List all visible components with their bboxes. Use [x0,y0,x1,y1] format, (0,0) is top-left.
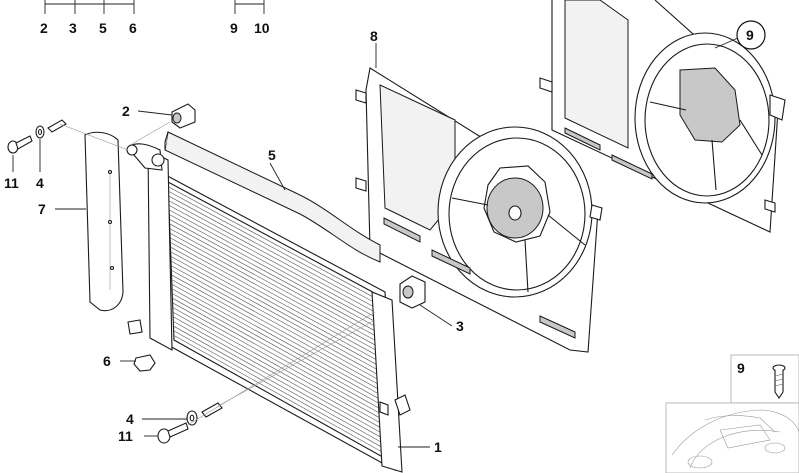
washer-upper [35,125,45,139]
stud-upper [47,119,67,133]
radiator-fin-line [172,293,386,413]
radiator-fin-line [168,195,381,311]
radiator-fin-line [173,325,388,446]
radiator-fin-line [171,279,386,398]
label-screw-upper: 11 [4,175,19,191]
label-washer-upper: 4 [36,175,44,191]
label-inset-screw: 9 [737,360,745,376]
radiator-fin-line [168,191,381,306]
label-top-6: 6 [129,20,137,36]
radiator [126,143,411,473]
radiator-fin-line [172,302,387,422]
label-seal-plate: 7 [38,201,46,217]
label-radiator: 1 [434,439,442,455]
label-top-2: 2 [40,20,48,36]
label-top-5: 5 [99,20,107,36]
radiator-fin-line [171,270,385,388]
radiator-fin-line [173,330,388,451]
radiator-fin-line [171,283,386,403]
label-screw-lower: 11 [118,428,133,444]
radiator-fin-line [169,237,383,355]
fan-shroud-rear [539,0,786,233]
label-fan-shroud-rear: 9 [746,27,754,43]
label-washer-lower: 4 [126,411,134,427]
radiator-fin-line [171,274,385,393]
top-callout-group-1: 2 3 5 6 [40,0,137,36]
label-grommet: 6 [103,353,111,369]
label-top-3: 3 [69,20,77,36]
label-top-9: 9 [230,20,238,36]
label-cap: 2 [122,103,130,119]
washer-lower [186,410,198,426]
label-top-10: 10 [254,20,270,36]
radiator-fin-line [170,246,384,364]
radiator-fin-line [170,251,384,369]
inset-panel: 9 [665,354,799,473]
radiator-fins [168,186,388,456]
radiator-fin-line [170,242,384,359]
seal-plate [84,131,124,312]
radiator-fin-line [168,209,382,326]
radiator-fin-line [170,256,384,374]
fan-shroud-front [355,67,603,353]
radiator-fin-line [169,218,383,335]
radiator-fin-line [172,316,387,437]
foam-strip [164,131,381,263]
radiator-fin-line [171,265,385,384]
leader-lines [12,37,774,448]
radiator-fin-line [173,335,388,456]
radiator-fin-line [169,232,383,350]
radiator-fin-line [168,186,381,302]
radiator-fin-line [172,307,387,427]
radiator-fin-line [172,297,387,417]
label-fan-shroud-front: 8 [370,28,378,44]
circled-callout-9: 9 [736,20,766,50]
screw-upper [7,135,33,154]
radiator-fin-line [170,260,385,379]
inset-screw [772,364,786,399]
radiator-fin-line [172,311,387,432]
vehicle-outline [671,409,799,469]
grommet [133,354,156,372]
rubber-mount [399,275,426,309]
radiator-fin-line [168,204,382,321]
top-callout-group-2: 9 10 [230,0,270,36]
label-rubber-mount: 3 [456,318,464,334]
radiator-fin-line [173,321,388,441]
screw-lower [157,422,189,444]
label-foam-strip: 5 [268,147,276,163]
cap-upper [171,103,196,129]
radiator-fin-line [169,223,383,340]
radiator-fin-line [169,228,383,345]
radiator-fin-line [169,214,382,331]
radiator-fin-line [168,200,382,316]
radiator-fin-line [171,288,386,408]
